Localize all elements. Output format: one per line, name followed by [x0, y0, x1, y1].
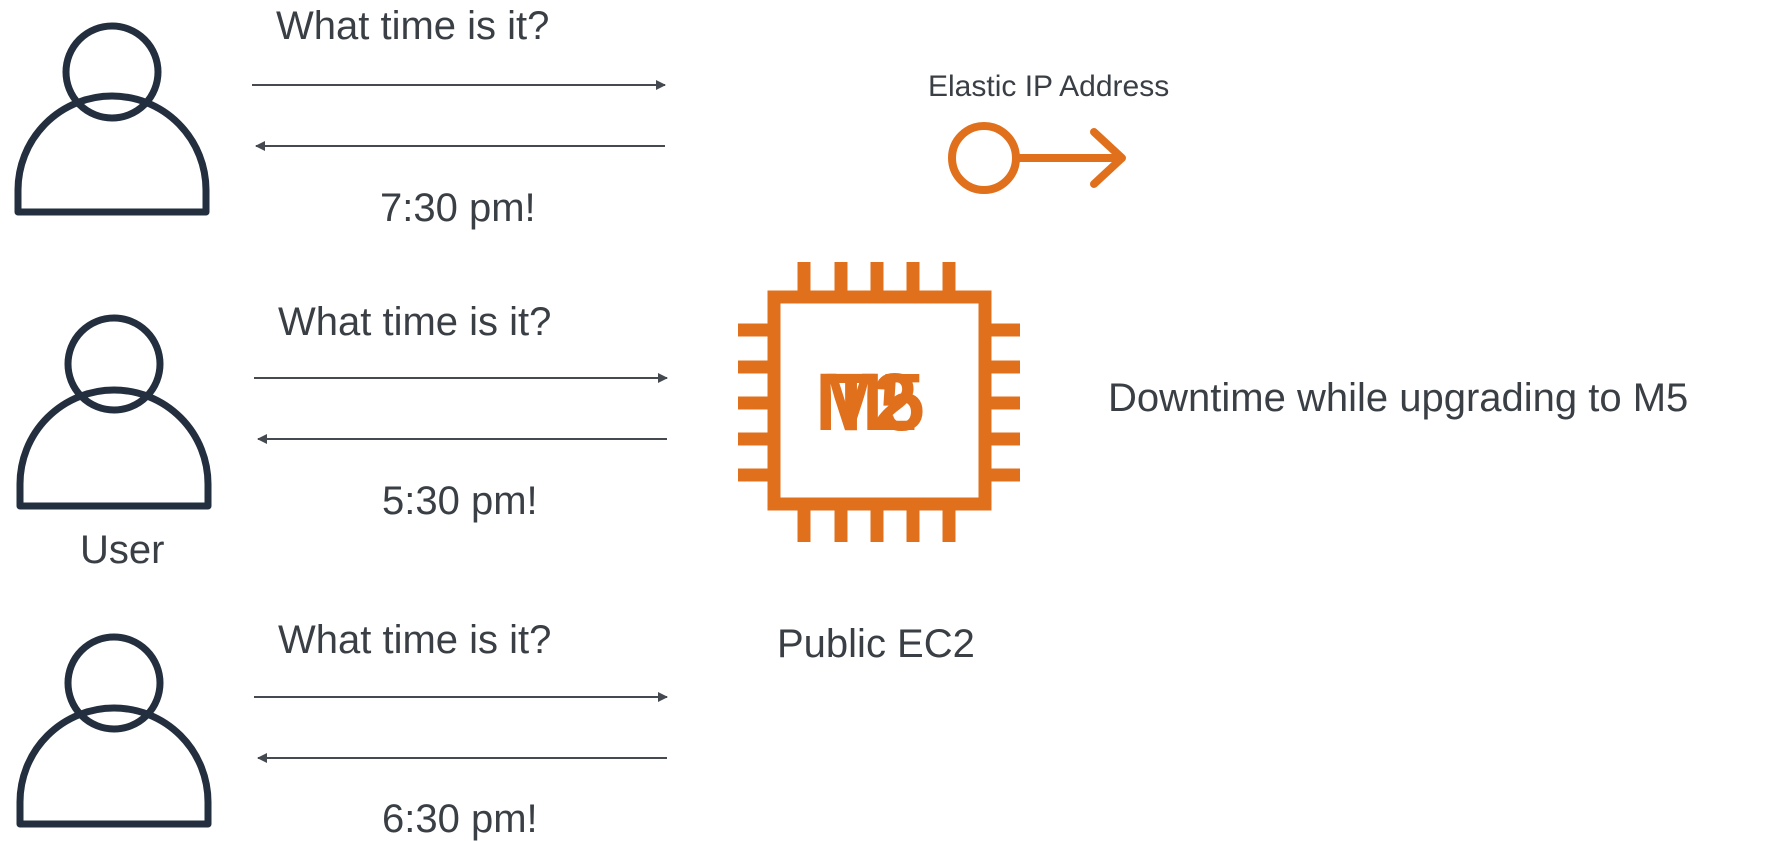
user-3-question: What time is it?: [278, 618, 552, 662]
elastic-ip-icon: [948, 122, 1126, 194]
ec2-chip-icon: [738, 262, 1020, 542]
user-icon: [16, 314, 212, 510]
downtime-note: Downtime while upgrading to M5: [1108, 376, 1689, 420]
ec2-label: Public EC2: [777, 622, 975, 666]
user-icon: [14, 22, 210, 216]
user-1-answer: 7:30 pm!: [380, 186, 536, 230]
user-icon: [16, 633, 212, 828]
user-label: User: [80, 528, 165, 572]
user-1-question: What time is it?: [276, 4, 550, 48]
chip-label-m5: M5: [815, 357, 925, 448]
user-3-answer: 6:30 pm!: [382, 797, 538, 841]
user-2-answer: 5:30 pm!: [382, 479, 538, 523]
elastic-ip-label: Elastic IP Address: [928, 70, 1170, 103]
user-2-question: What time is it?: [278, 300, 552, 344]
chip-label-t2: T2: [826, 357, 918, 448]
